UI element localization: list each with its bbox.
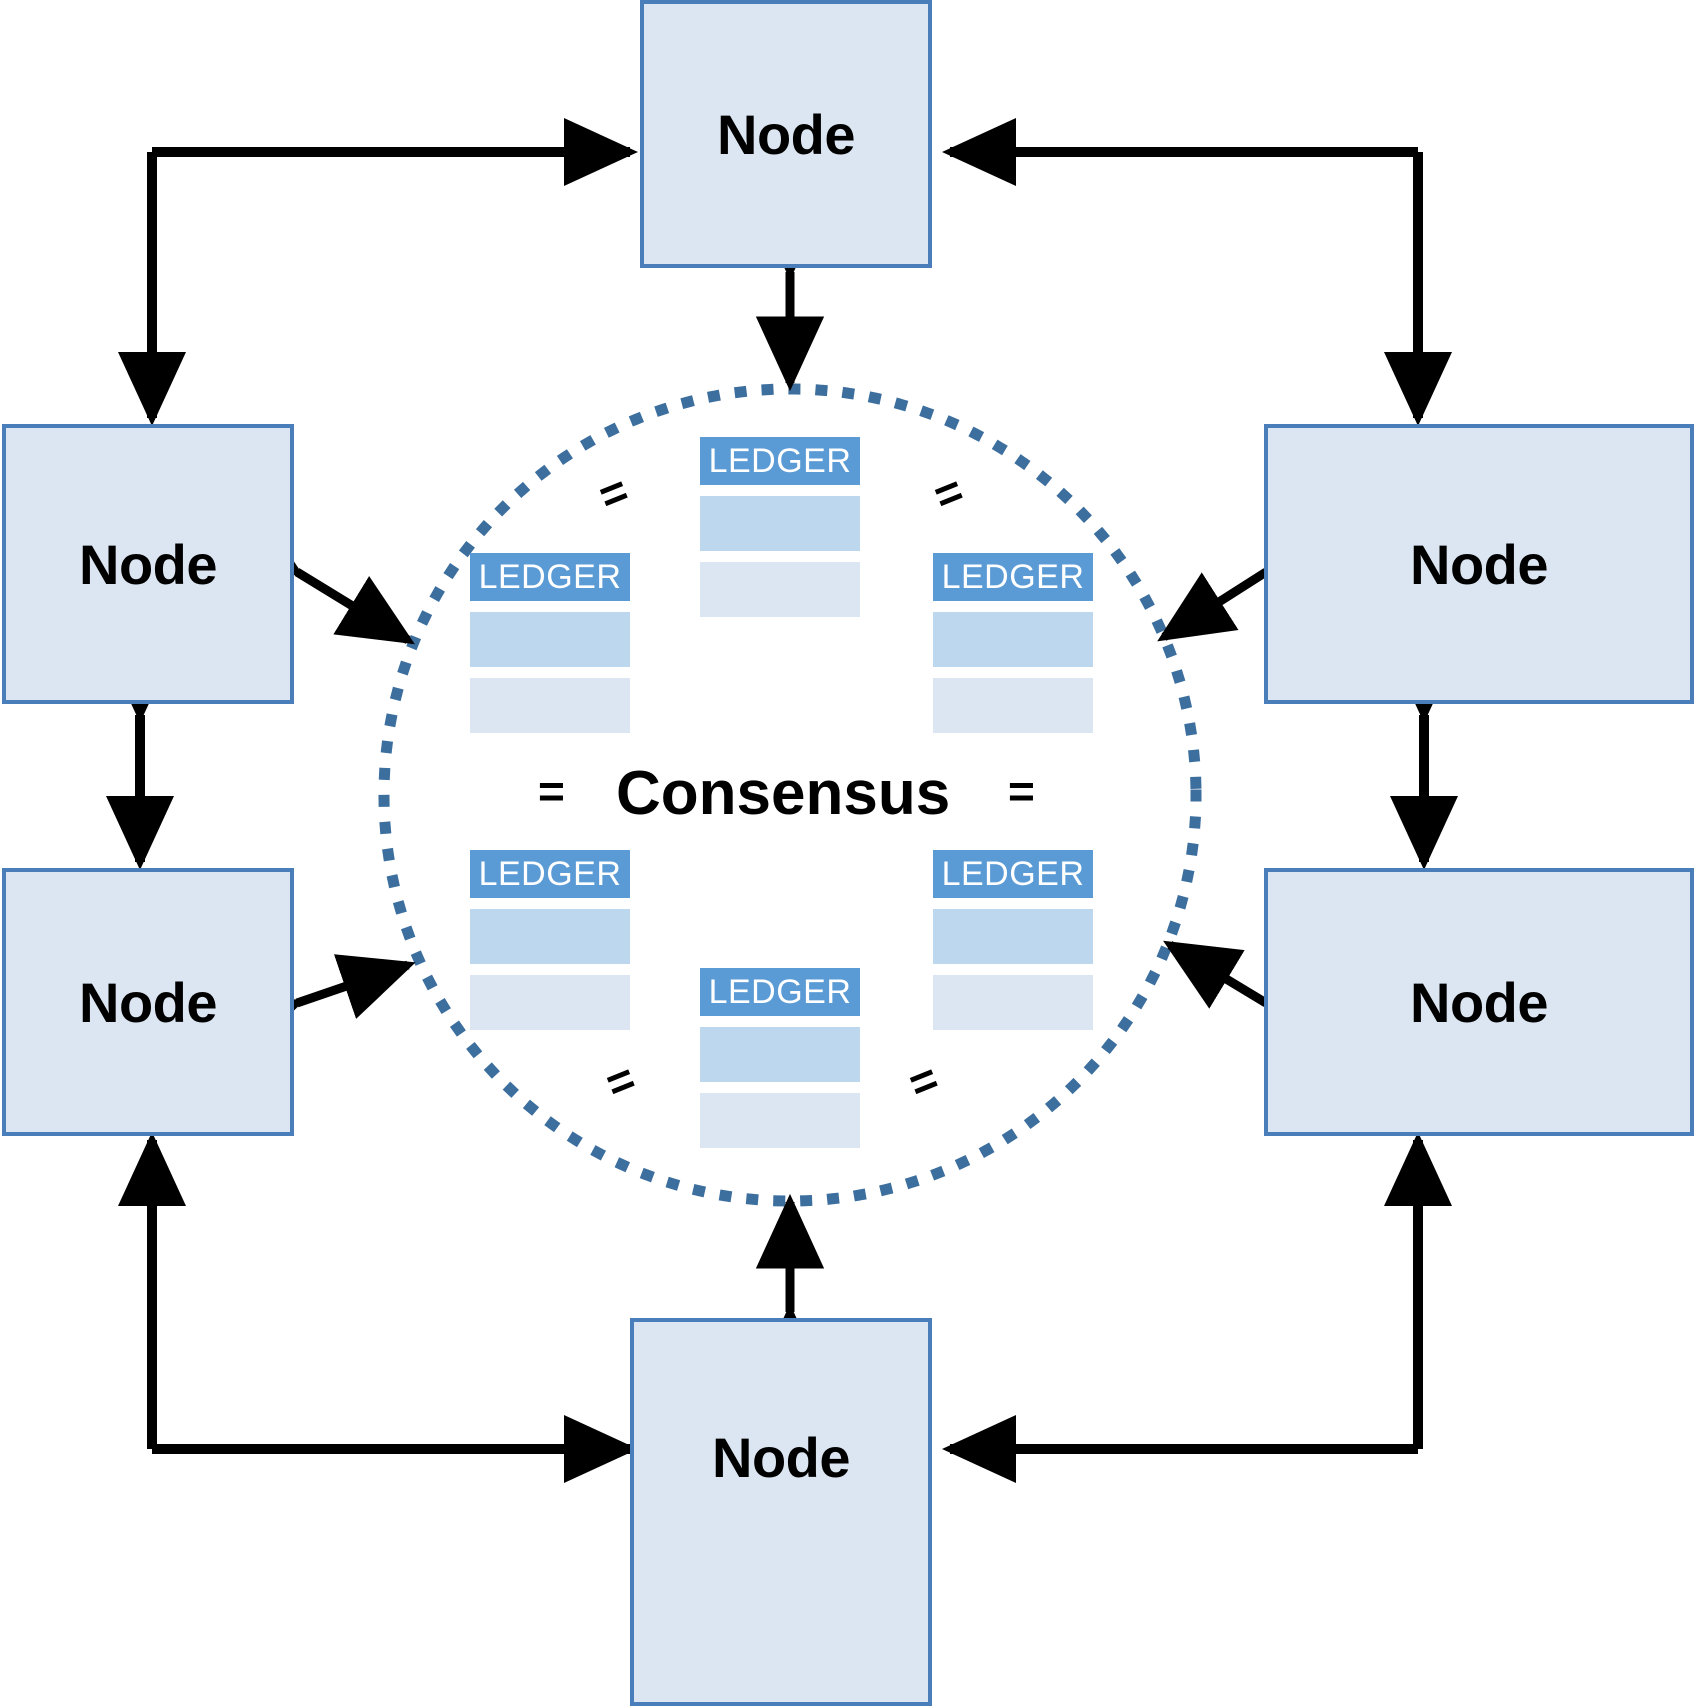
ledger-bar-primary xyxy=(933,909,1093,964)
ledger-lower-left[interactable]: LEDGER xyxy=(470,850,630,1030)
consensus-label: Consensus xyxy=(616,759,951,828)
ledger-header: LEDGER xyxy=(933,850,1093,898)
node-label: Node xyxy=(1410,532,1549,596)
node-label: Node xyxy=(79,970,218,1034)
node-label: Node xyxy=(717,102,856,166)
ledger-header: LEDGER xyxy=(700,437,860,485)
ledger-bar-secondary xyxy=(470,975,630,1030)
arrow-right-lower-node-circle xyxy=(1163,940,1341,1067)
ledger-bar-secondary xyxy=(933,678,1093,733)
node-label: Node xyxy=(712,1425,851,1489)
ledger-bar-secondary xyxy=(700,562,860,617)
node-box-right-upper[interactable]: Node xyxy=(1264,424,1694,704)
ledger-header: LEDGER xyxy=(470,553,630,601)
node-box-top[interactable]: Node xyxy=(640,0,932,268)
ledger-bar-secondary xyxy=(933,975,1093,1030)
ledger-bar-primary xyxy=(933,612,1093,667)
ledger-bar-secondary xyxy=(700,1093,860,1148)
ledger-top[interactable]: LEDGER xyxy=(700,437,860,617)
ledger-header: LEDGER xyxy=(700,968,860,1016)
ledger-bar-primary xyxy=(470,612,630,667)
node-box-bottom[interactable]: Node xyxy=(630,1318,932,1706)
arrow-left-lower-node-circle xyxy=(222,954,416,1057)
ledger-bar-primary xyxy=(700,1027,860,1082)
node-box-right-lower[interactable]: Node xyxy=(1264,868,1694,1136)
ledger-lower-right[interactable]: LEDGER xyxy=(933,850,1093,1030)
ledger-header: LEDGER xyxy=(470,850,630,898)
arrow-right-upper-node-circle xyxy=(1157,507,1341,642)
node-box-left-upper[interactable]: Node xyxy=(2,424,294,704)
arrow-left-upper-node-circle xyxy=(222,508,415,645)
node-label: Node xyxy=(79,532,218,596)
ledger-bar-primary xyxy=(700,496,860,551)
ledger-bar-secondary xyxy=(470,678,630,733)
node-label: Node xyxy=(1410,970,1549,1034)
ledger-bottom[interactable]: LEDGER xyxy=(700,968,860,1148)
ledger-upper-right[interactable]: LEDGER xyxy=(933,553,1093,733)
equals-icon-mid-right: = xyxy=(1008,765,1035,817)
equals-icon-mid-left: = xyxy=(538,765,565,817)
ledger-header: LEDGER xyxy=(933,553,1093,601)
node-box-left-lower[interactable]: Node xyxy=(2,868,294,1136)
ledger-upper-left[interactable]: LEDGER xyxy=(470,553,630,733)
ledger-bar-primary xyxy=(470,909,630,964)
